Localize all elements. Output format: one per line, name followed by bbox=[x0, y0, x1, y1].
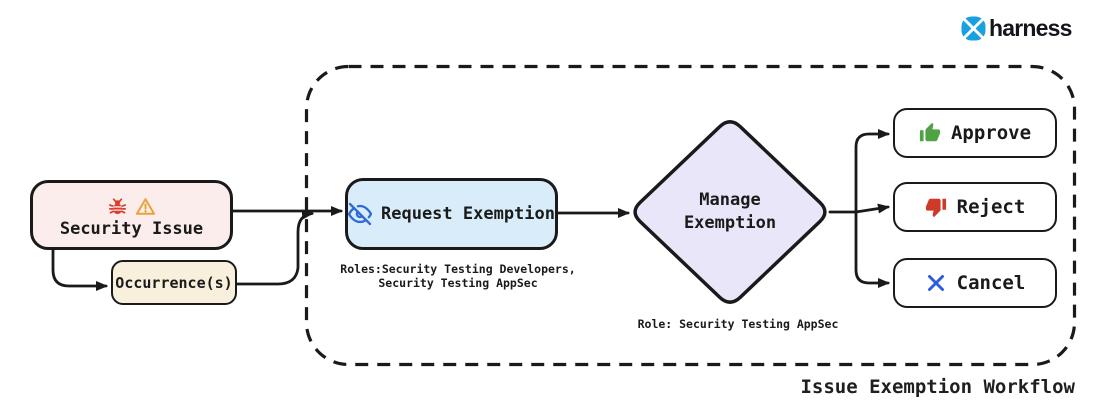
occurrences-label: Occurrence(s) bbox=[115, 273, 233, 292]
workflow-dashed-border bbox=[304, 64, 1077, 367]
security-issue-label: Security Issue bbox=[59, 218, 204, 239]
reject-label: Reject bbox=[956, 196, 1026, 218]
arrow-security-to-occurrence bbox=[51, 248, 108, 291]
x-icon bbox=[925, 272, 947, 294]
reject-node: Reject bbox=[893, 182, 1057, 232]
arrow-to-reject bbox=[854, 203, 890, 214]
arrow-occurrence-to-request bbox=[235, 209, 314, 286]
request-exemption-node: Request Exemption bbox=[345, 178, 558, 250]
workflow-title: Issue Exemption Workflow bbox=[800, 376, 1075, 398]
warning-triangle-icon bbox=[135, 196, 156, 217]
occurrences-node: Occurrence(s) bbox=[111, 260, 237, 305]
bug-icon bbox=[107, 196, 128, 217]
harness-logo-icon bbox=[960, 15, 987, 42]
request-exemption-label: Request Exemption bbox=[381, 204, 555, 224]
approve-node: Approve bbox=[893, 108, 1057, 158]
brand-header: harness bbox=[960, 15, 1072, 42]
manage-role-note: Role: Security Testing AppSec bbox=[637, 317, 839, 331]
manage-exemption-node bbox=[633, 120, 827, 304]
thumbs-down-icon bbox=[925, 196, 947, 218]
request-roles-line1: Roles:Security Testing Developers, bbox=[340, 262, 576, 276]
arrow-to-cancel bbox=[854, 210, 890, 288]
cancel-label: Cancel bbox=[956, 272, 1026, 294]
security-issue-icons bbox=[107, 196, 156, 217]
manage-exemption-label: Manage Exemption bbox=[683, 190, 777, 233]
request-roles-note: Roles:Security Testing Developers, Secur… bbox=[333, 262, 583, 291]
arrow-to-approve bbox=[854, 129, 890, 214]
cancel-node: Cancel bbox=[893, 258, 1057, 308]
brand-wordmark: harness bbox=[989, 15, 1072, 41]
thumbs-up-icon bbox=[919, 122, 941, 144]
eye-off-icon bbox=[348, 202, 372, 226]
approve-label: Approve bbox=[950, 122, 1032, 144]
request-roles-line2: Security Testing AppSec bbox=[378, 276, 538, 291]
security-issue-node: Security Issue bbox=[30, 180, 233, 250]
